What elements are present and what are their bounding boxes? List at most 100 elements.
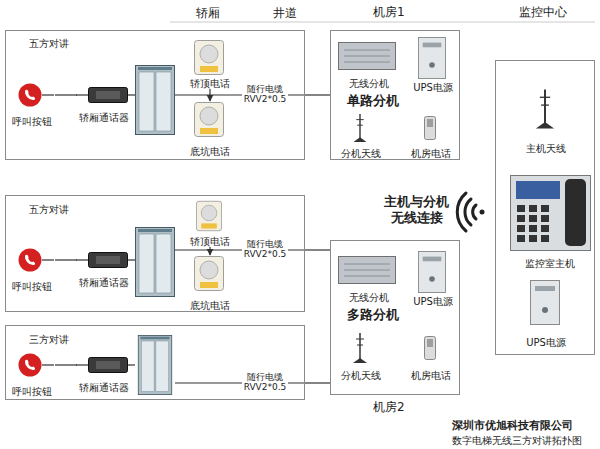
device-box: UPS电源 [409,35,457,93]
wireless-icon [480,210,485,215]
unit-title: 单路分机 [347,94,399,109]
group-label: 三方对讲 [29,334,69,346]
group-label: 监控中心 [519,6,567,20]
call-button-icon [19,84,42,107]
antenna-icon [353,333,367,363]
wire [76,94,88,95]
host-unit-icon [517,205,525,212]
device-label: 分机天线 [336,148,386,160]
device-box: 轿厢通话器 [77,83,131,123]
cable-line [305,382,330,383]
phone-icon [425,117,436,140]
device-label: UPS电源 [409,296,457,308]
radio-unit-icon [339,257,396,284]
group-label: 五方对讲 [29,204,69,216]
phone-icon [425,337,436,360]
device-box: UPS电源 [409,249,457,307]
ups-icon [418,37,445,78]
host-unit-icon [517,235,525,242]
company-name: 深圳市优旭科技有限公司 [452,418,573,433]
device-label: 主机天线 [521,143,571,155]
host-unit-icon [516,181,560,199]
wire [42,259,54,260]
host-unit-icon [517,225,525,232]
host-unit-icon [511,176,591,251]
wireless-icon [473,205,476,219]
host-unit-icon [541,215,549,222]
call-button-icon [19,354,42,377]
elevator-car-icon [138,335,171,394]
device-label: 监控室主机 [504,258,596,270]
elevator-car-icon [138,335,171,394]
group-box: 监控中心主机天线监控室主机UPS电源 [495,60,595,355]
host-unit-icon [541,225,549,232]
device-box: 监控室主机 [504,169,596,269]
wire [76,364,88,365]
device-label: 底坑电话 [186,146,234,158]
host-unit-icon [529,235,537,242]
wireless-note: 主机与分机 无线连接 [383,194,451,227]
group-label: 五方对讲 [29,38,69,50]
group-label: 机房2 [373,401,405,415]
device-label: 机房电话 [406,148,456,160]
device-box: 机房电话 [406,113,456,159]
device-label: 机房电话 [406,370,456,382]
antenna-icon [353,333,367,363]
antenna-icon [536,90,554,129]
wire [42,94,54,95]
device-label: 轿厢通话器 [77,277,131,289]
call-button-icon [19,249,42,272]
host-unit-icon [517,215,525,222]
host-unit-icon [565,179,586,246]
intercom-device-icon [89,358,128,373]
cable-line [305,94,330,95]
device-box: 轿顶电话 [186,39,234,89]
device-box: 轿厢通话器 [77,248,131,288]
elevator-car-icon [136,228,175,297]
device-label: 呼叫按钮 [9,386,55,398]
arrow-connector [209,247,210,255]
arrow-connector [209,89,210,101]
radio-unit-icon [339,257,396,284]
device-box: 呼叫按钮 [9,81,55,127]
group-box: 多路分机机房2无线分机UPS电源分机天线机房电话 [330,240,460,395]
device-label: UPS电源 [516,337,576,349]
device-box: 无线分机 [336,253,401,303]
phone-icon [425,117,436,140]
cable-label: 随行电缆 RVV2*0.5 [242,240,288,260]
wire [128,259,135,260]
column-heading-rule [170,22,595,23]
wire [76,259,88,260]
intercom-device-icon [89,253,128,268]
host-unit-icon [529,215,537,222]
cable-line [55,94,77,95]
host-unit-icon [541,205,549,212]
device-label: 呼叫按钮 [9,281,55,293]
device-box: 轿厢通话器 [77,353,131,393]
cable-line [55,364,77,365]
device-label: 呼叫按钮 [9,116,55,128]
group-label: 机房1 [373,6,405,20]
column-heading-rule [170,22,595,23]
intercom-device-icon [89,88,128,103]
column-heading: 井道 [273,5,297,22]
ups-icon [418,251,445,292]
phone-icon [425,337,436,360]
intercom-device-icon [89,88,128,103]
device-box: 分机天线 [336,331,386,381]
radio-unit-icon [339,43,396,70]
radio-unit-icon [339,43,396,70]
call-button-icon [19,354,42,377]
device-label: 无线分机 [336,78,401,90]
diagram-title: 数字电梯无线三方对讲拓扑图 [452,434,582,448]
wireless-icon [457,193,466,231]
device-label: UPS电源 [409,82,457,94]
device-label: 轿顶电话 [186,78,234,90]
elevator-car-icon [136,66,175,135]
antenna-icon [353,114,366,142]
device-box: 底坑电话 [186,255,234,311]
speaker-icon [195,41,224,75]
device-label: 轿顶电话 [186,236,234,248]
ups-icon [531,281,560,325]
